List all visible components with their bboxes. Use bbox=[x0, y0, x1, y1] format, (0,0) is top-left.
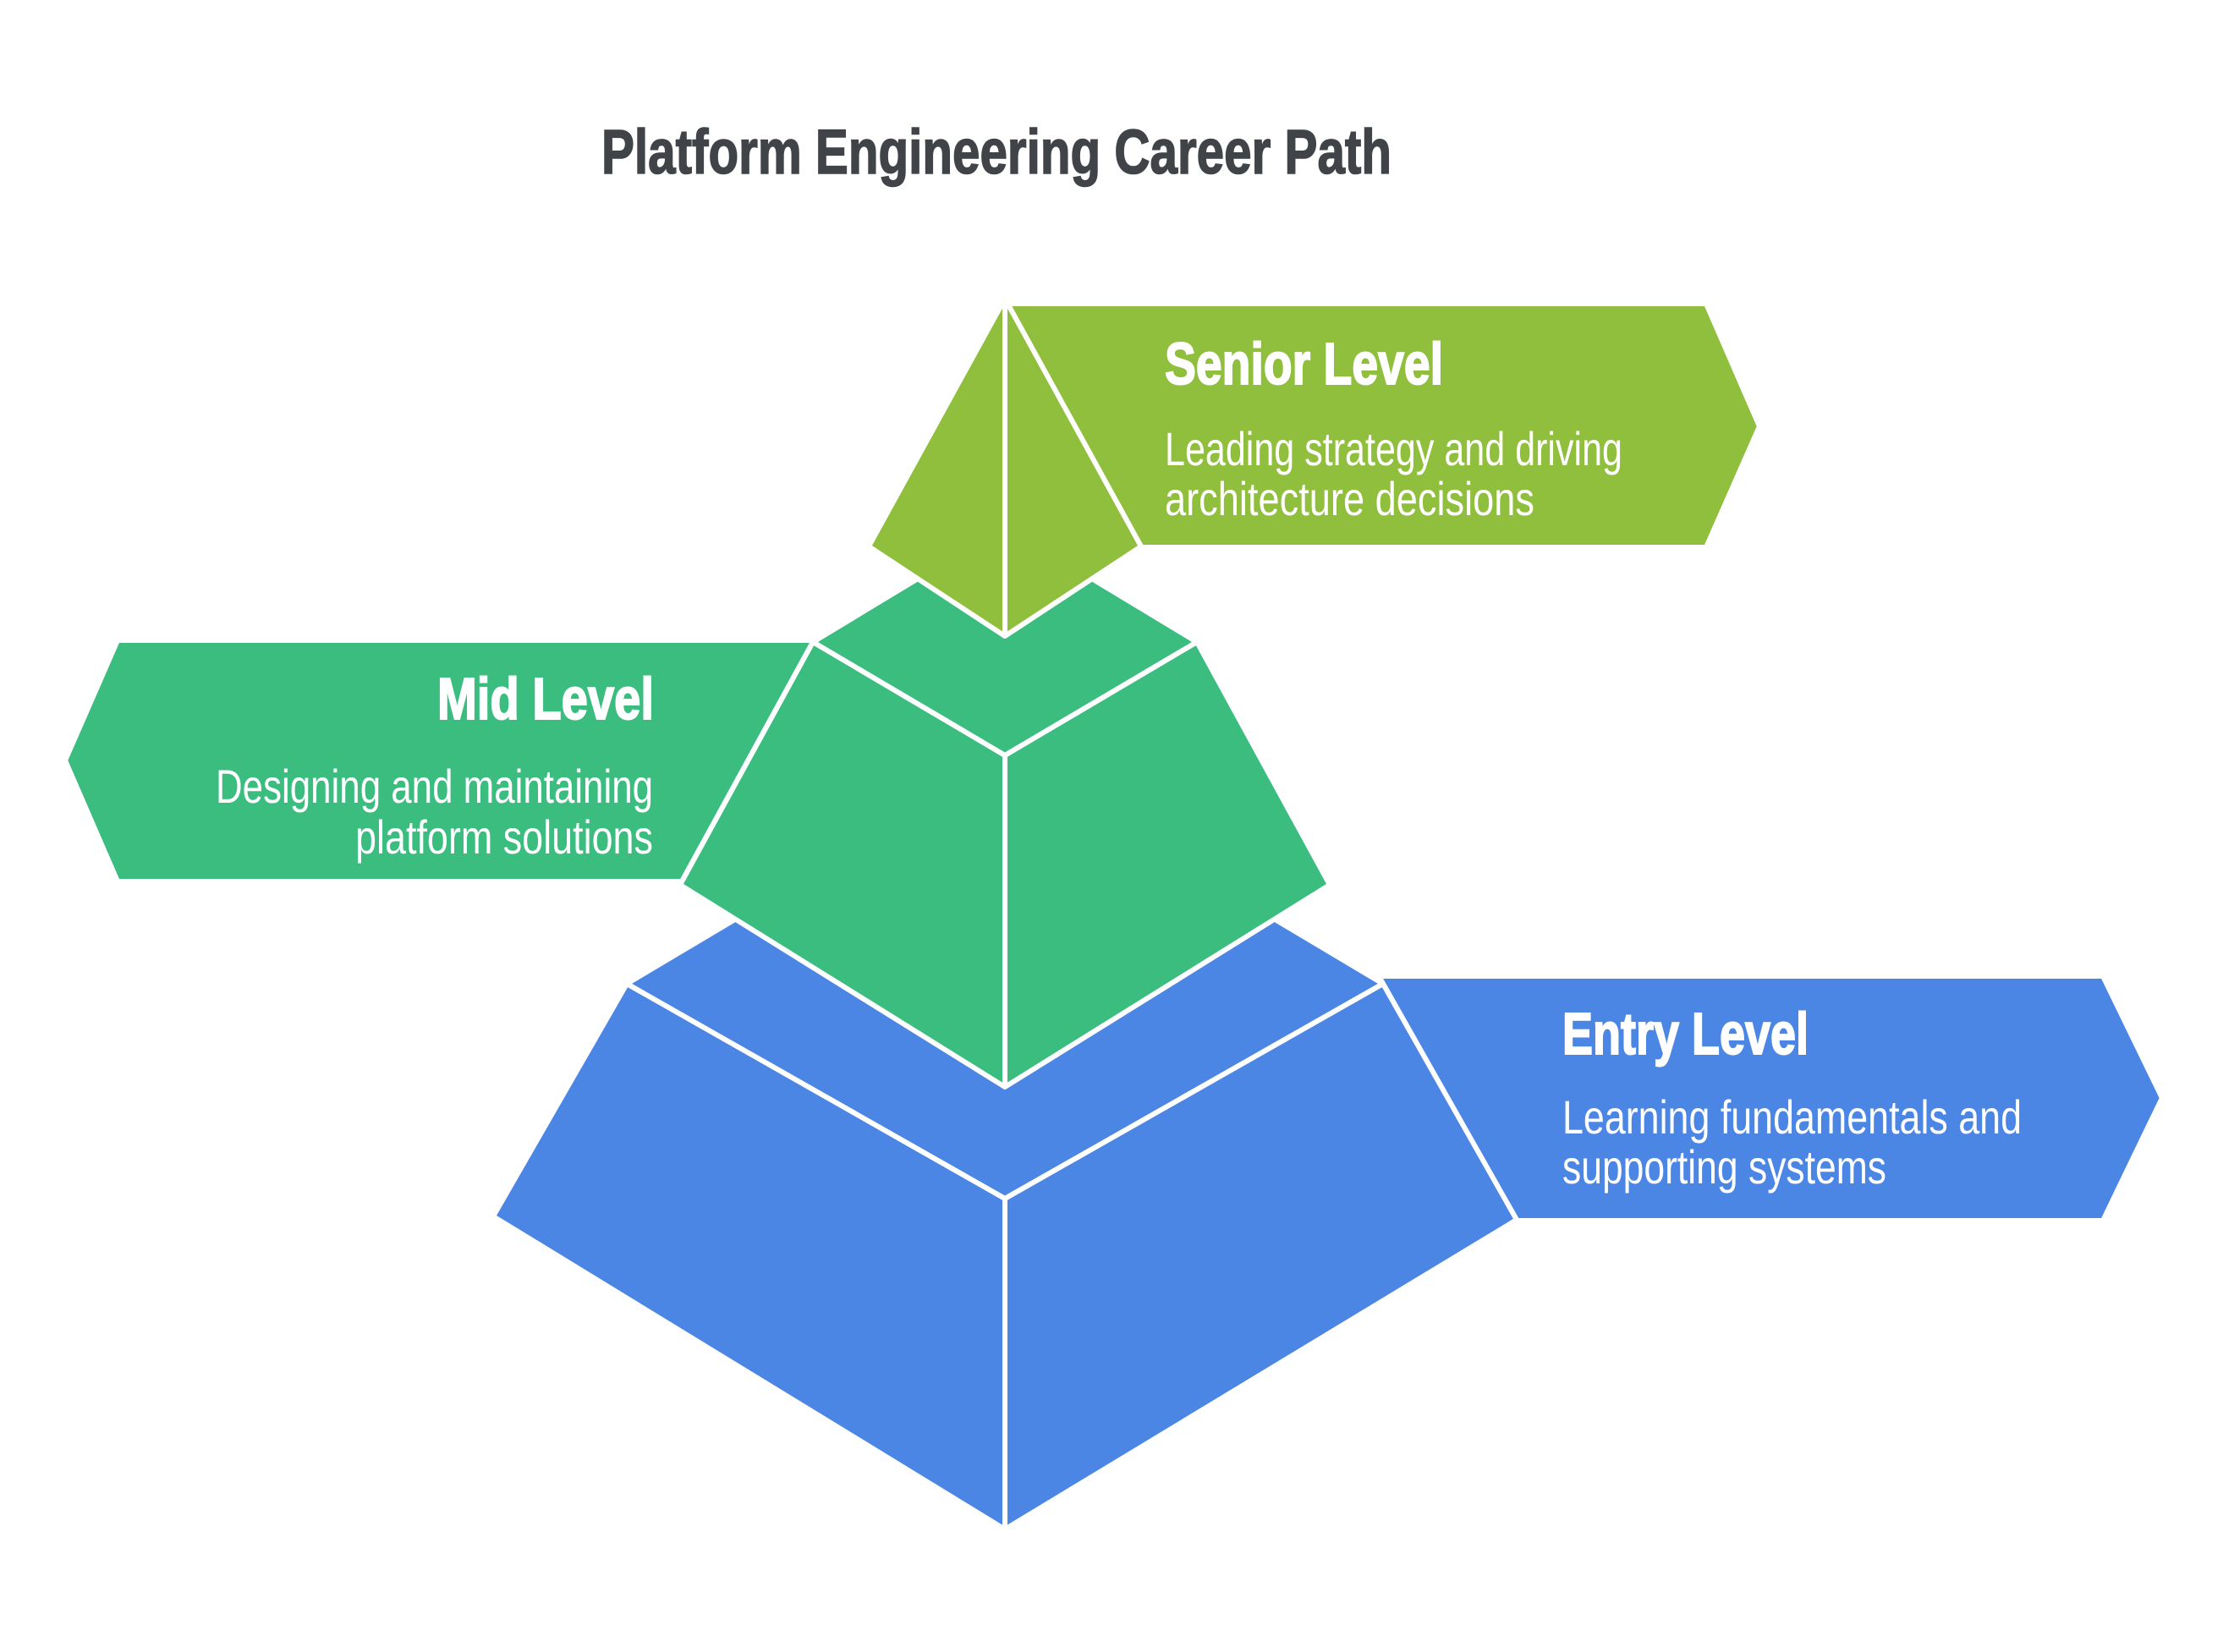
svg-text:architecture decisions: architecture decisions bbox=[1165, 472, 1534, 525]
svg-text:Designing and maintaining: Designing and maintaining bbox=[216, 760, 653, 813]
svg-text:Senior Level: Senior Level bbox=[1165, 331, 1443, 397]
svg-text:Entry Level: Entry Level bbox=[1562, 1001, 1809, 1067]
svg-text:Mid Level: Mid Level bbox=[437, 666, 654, 732]
svg-text:Platform Engineering Career Pa: Platform Engineering Career Path bbox=[601, 117, 1391, 187]
svg-text:supporting systems: supporting systems bbox=[1562, 1140, 1886, 1194]
svg-text:Leading strategy and driving: Leading strategy and driving bbox=[1165, 422, 1622, 475]
svg-text:Learning fundamentals and: Learning fundamentals and bbox=[1562, 1090, 2022, 1144]
svg-text:platform solutions: platform solutions bbox=[355, 810, 653, 864]
